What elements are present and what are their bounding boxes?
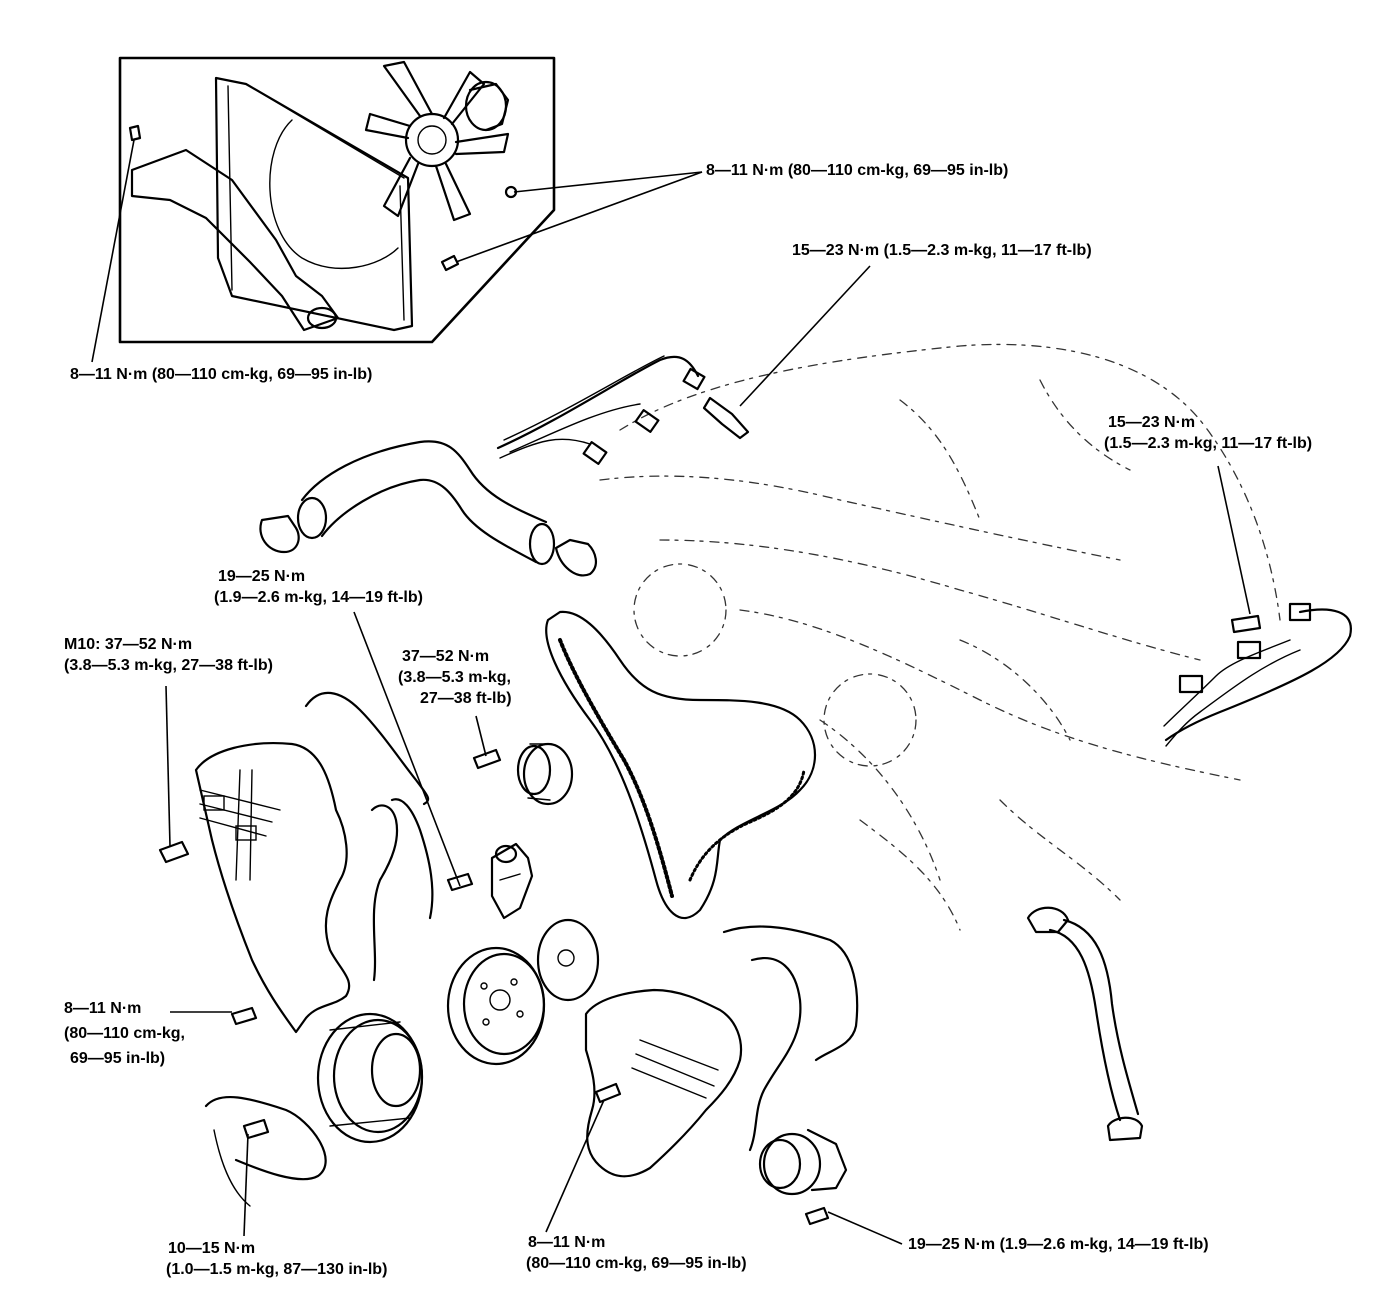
label-tensioner-bolt: 37—52 N·m (3.8—5.3 m-kg, 27—38 ft-lb) xyxy=(398,646,512,709)
belt-tensioner xyxy=(490,842,534,920)
cover-gasket-right-inner xyxy=(748,957,802,1152)
engine-block-outline xyxy=(599,343,1281,931)
label-sensor-right: 15—23 N·m (1.5—2.3 m-kg, 11—17 ft-lb) xyxy=(1104,412,1312,454)
label-text: 19—25 N·m (1.9—2.6 m-kg, 14—19 ft-lb) xyxy=(908,1236,1209,1253)
idler-bolt xyxy=(804,1206,830,1226)
cover-gasket-mid xyxy=(390,798,434,920)
lower-coolant-hose xyxy=(1026,906,1144,1142)
label-m10-bolt: M10: 37—52 N·m (3.8—5.3 m-kg, 27—38 ft-l… xyxy=(64,634,273,676)
label-line: (1.0—1.5 m-kg, 87—130 in-lb) xyxy=(166,1261,388,1278)
cover-bolt-left xyxy=(230,1006,258,1026)
label-idler-bolt: 19—25 N·m (1.9—2.6 m-kg, 14—19 ft-lb) xyxy=(908,1234,1209,1255)
crank-angle-sensor-right xyxy=(1230,614,1262,634)
label-line: 10—15 N·m xyxy=(168,1240,256,1257)
crank-plate xyxy=(536,918,600,1002)
lower-idler-pulley xyxy=(758,1128,848,1196)
timing-sprocket xyxy=(446,946,546,1066)
label-line: (3.8—5.3 m-kg, xyxy=(398,669,511,686)
tensioner-bolt-lower xyxy=(446,872,474,892)
label-inset-bolt-right: 8—11 N·m (80—110 cm-kg, 69—95 in-lb) xyxy=(706,160,1008,181)
crankshaft-pulley xyxy=(316,1012,424,1144)
label-line: (3.8—5.3 m-kg, 27—38 ft-lb) xyxy=(64,657,273,674)
label-line: 15—23 N·m xyxy=(1108,414,1196,431)
sensor-harness-top xyxy=(496,355,750,465)
label-lower-cover-bolt: 8—11 N·m (80—110 cm-kg, 69—95 in-lb) xyxy=(526,1232,747,1274)
cover-gasket-right xyxy=(722,925,859,1062)
label-line: 69—95 in-lb) xyxy=(70,1050,166,1067)
label-line: (1.5—2.3 m-kg, 11—17 ft-lb) xyxy=(1104,435,1313,452)
label-line: (80—110 cm-kg, 69—95 in-lb) xyxy=(526,1255,747,1272)
timing-belt xyxy=(545,610,817,920)
label-line: 8—11 N·m xyxy=(528,1234,606,1251)
cooling-fan xyxy=(364,60,510,222)
sensor-harness-right xyxy=(1163,602,1352,747)
upper-radiator-hose xyxy=(259,440,597,577)
label-hose-clamp: 19—25 N·m (1.9—2.6 m-kg, 14—19 ft-lb) xyxy=(214,566,423,608)
cover-gasket-upper xyxy=(304,691,430,806)
label-text: 8—11 N·m (80—110 cm-kg, 69—95 in-lb) xyxy=(706,162,1009,179)
cover-gasket-left xyxy=(370,804,399,982)
label-cover-bolt-left: 8—11 N·m (80—110 cm-kg, 69—95 in-lb) xyxy=(64,998,185,1069)
inset-bolt-lower xyxy=(440,254,460,272)
lower-cover-bolt xyxy=(594,1082,622,1104)
radiator-lower-hose xyxy=(130,148,340,332)
radiator-fan-inset xyxy=(118,56,556,344)
label-inset-bolt-left: 8—11 N·m (80—110 cm-kg, 69—95 in-lb) xyxy=(70,364,372,385)
cover-bolt-m10 xyxy=(158,840,190,864)
label-sensor-top: 15—23 N·m (1.5—2.3 m-kg, 11—17 ft-lb) xyxy=(792,240,1092,261)
label-line: 8—11 N·m xyxy=(64,1000,142,1017)
label-text: 8—11 N·m (80—110 cm-kg, 69—95 in-lb) xyxy=(70,366,373,383)
hose-clamp-lower-bottom xyxy=(1106,1116,1144,1142)
lower-timing-cover xyxy=(584,988,743,1178)
idler-pulley xyxy=(516,742,574,806)
label-crank-pulley-bolt: 10—15 N·m (1.0—1.5 m-kg, 87—130 in-lb) xyxy=(166,1238,387,1280)
label-line: 27—38 ft-lb) xyxy=(420,690,512,707)
crank-angle-sensor-top xyxy=(702,396,750,440)
inset-frame xyxy=(118,56,556,344)
fan-shroud-opening xyxy=(269,119,399,270)
label-text: 15—23 N·m (1.5—2.3 m-kg, 11—17 ft-lb) xyxy=(792,242,1092,259)
label-line: M10: 37—52 N·m xyxy=(64,636,193,653)
crank-pulley-bolt xyxy=(242,1118,270,1140)
hose-clamp-right xyxy=(554,538,597,577)
inset-bolt-left xyxy=(128,124,142,142)
upper-timing-cover xyxy=(194,742,351,1034)
tensioner-bolt xyxy=(472,748,502,770)
radiator-core xyxy=(214,76,414,332)
label-line: (80—110 cm-kg, xyxy=(64,1025,185,1042)
accessory-drive-belt xyxy=(204,1095,327,1181)
hose-clamp-lower-top xyxy=(1026,906,1070,934)
hose-clamp-left xyxy=(259,514,300,554)
label-line: 37—52 N·m xyxy=(402,648,490,665)
label-line: (1.9—2.6 m-kg, 14—19 ft-lb) xyxy=(214,589,423,606)
label-line: 19—25 N·m xyxy=(218,568,306,585)
